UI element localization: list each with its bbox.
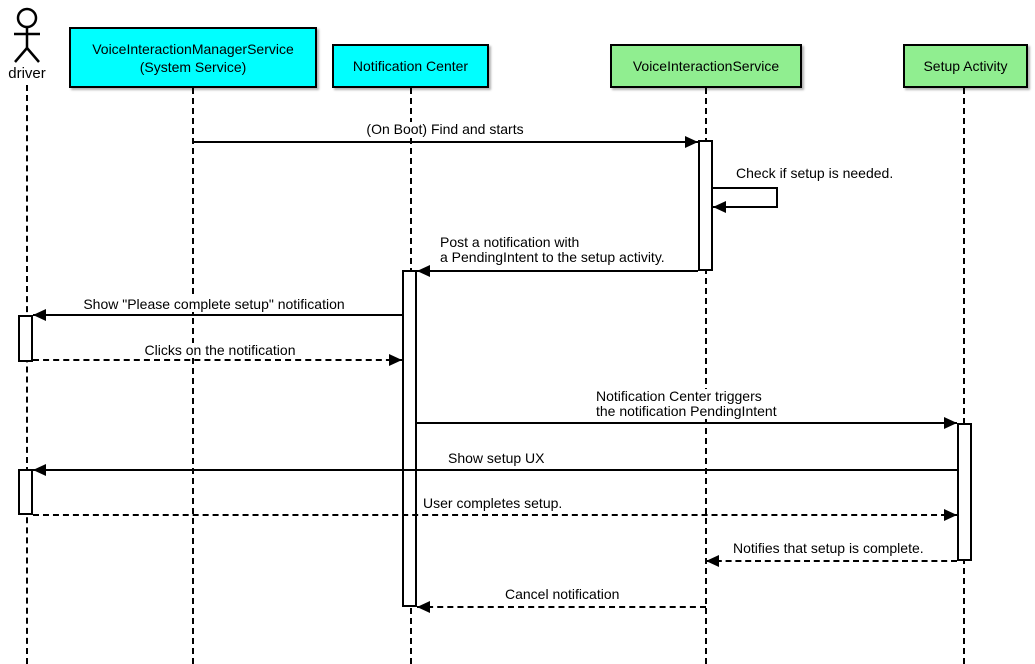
message-arrowhead-notification-center-triggers-pendingintent (944, 417, 957, 429)
activation-bar-notification-center (402, 270, 417, 607)
message-label-show-setup-ux: Show setup UX (446, 451, 547, 466)
message-line-post-a-notification (417, 270, 698, 272)
message-label-line: a PendingIntent to the setup activity. (440, 249, 665, 265)
participant-box-voice-interaction-manager-service: VoiceInteractionManagerService(System Se… (69, 27, 317, 88)
message-label-line: Check if setup is needed. (736, 165, 894, 181)
message-label-clicks-on-the-notification: Clicks on the notification (142, 342, 298, 358)
message-line-user-completes-setup (33, 514, 957, 516)
message-line-clicks-on-the-notification (33, 359, 402, 361)
message-label-notifies-that-setup-is-complete: Notifies that setup is complete. (731, 541, 926, 556)
lifeline-driver (26, 85, 28, 664)
message-line-check-if-setup-is-needed (713, 187, 778, 189)
message-arrowhead-notifies-that-setup-is-complete (706, 555, 719, 567)
message-label-show-please-complete-setup-notification: Show "Please complete setup" notificatio… (81, 296, 347, 312)
participant-label-notification-center: Notification Center (352, 58, 469, 74)
actor-driver (3, 6, 51, 69)
participant-box-notification-center: Notification Center (332, 44, 489, 88)
message-line-notifies-that-setup-is-complete (706, 560, 957, 562)
actor-icon (14, 7, 40, 63)
message-label-line: Notification Center triggers (596, 388, 762, 404)
message-arrowhead-show-setup-ux (33, 464, 46, 476)
message-label-line: (On Boot) Find and starts (366, 121, 524, 137)
message-arrowhead-clicks-on-the-notification (389, 354, 402, 366)
participant-label-setup-activity: Setup Activity (923, 58, 1008, 74)
message-label-line: Show "Please complete setup" notificatio… (83, 296, 345, 312)
lifeline-voice-interaction-service (705, 88, 707, 664)
message-line-on-boot-find-and-starts (193, 141, 698, 143)
message-line-check-if-setup-is-needed (776, 188, 778, 207)
message-line-cancel-notification (417, 606, 706, 608)
message-label-line: Cancel notification (505, 586, 620, 602)
activation-bar-voice-interaction-service (698, 140, 713, 271)
message-arrowhead-show-please-complete-setup-notification (33, 309, 46, 321)
participant-label-voice-interaction-service: VoiceInteractionService (632, 58, 780, 74)
message-line-show-please-complete-setup-notification (33, 314, 402, 316)
message-label-line: Clicks on the notification (144, 342, 296, 358)
participant-box-setup-activity: Setup Activity (903, 44, 1028, 88)
message-label-cancel-notification: Cancel notification (503, 586, 622, 602)
participant-label-driver: driver (8, 65, 46, 82)
message-label-line: Post a notification with (440, 234, 580, 250)
message-label-line: Show setup UX (448, 450, 545, 466)
participant-label-voice-interaction-manager-service: (System Service) (139, 58, 247, 75)
message-label-check-if-setup-is-needed: Check if setup is needed. (734, 165, 896, 181)
message-arrowhead-cancel-notification (417, 601, 430, 613)
message-label-on-boot-find-and-starts: (On Boot) Find and starts (364, 121, 526, 137)
message-line-check-if-setup-is-needed (713, 206, 778, 208)
message-line-notification-center-triggers-pendingintent (417, 422, 957, 424)
participant-label-voice-interaction-manager-service: VoiceInteractionManagerService (92, 40, 294, 57)
activation-bar-driver (18, 315, 33, 362)
message-label-line: Notifies that setup is complete. (733, 540, 924, 556)
activation-bar-driver (18, 469, 33, 515)
message-arrowhead-check-if-setup-is-needed (713, 201, 726, 213)
participant-box-voice-interaction-service: VoiceInteractionService (610, 44, 802, 88)
message-label-user-completes-setup: User completes setup. (421, 495, 565, 511)
message-line-show-setup-ux (33, 469, 957, 471)
message-arrowhead-on-boot-find-and-starts (685, 136, 698, 148)
activation-bar-setup-activity (957, 423, 972, 561)
lifeline-voice-interaction-manager-service (192, 88, 194, 664)
message-label-line: the notification PendingIntent (596, 403, 777, 419)
lifeline-setup-activity (963, 88, 965, 664)
message-arrowhead-post-a-notification (417, 265, 430, 277)
message-arrowhead-user-completes-setup (944, 509, 957, 521)
message-label-line: User completes setup. (423, 495, 563, 511)
